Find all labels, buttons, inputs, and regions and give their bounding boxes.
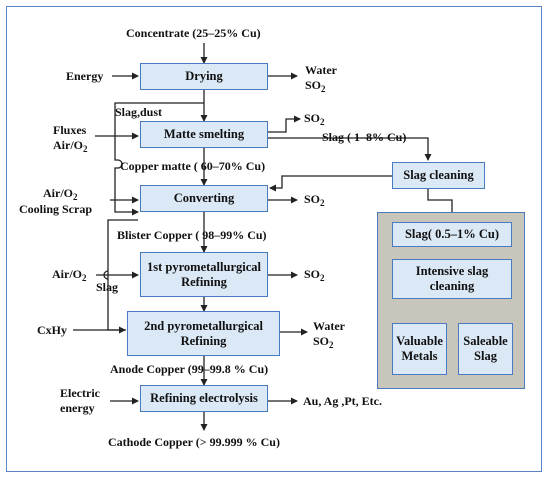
box-drying: Drying <box>140 63 268 90</box>
diagram-frame <box>6 6 542 472</box>
box-slag-grade-label: Slag( 0.5–1% Cu) <box>404 227 500 241</box>
box-matte-label: Matte smelting <box>163 127 245 141</box>
box-converting: Converting <box>140 185 268 212</box>
label-metals: Au, Ag ,Pt, Etc. <box>303 394 382 408</box>
line-hop <box>103 270 109 280</box>
label-air-o2-2: Air/O2 <box>43 186 78 202</box>
label-blister: Blister Copper ( 98–99% Cu) <box>117 228 267 242</box>
box-electrolysis-label: Refining electrolysis <box>150 391 258 405</box>
label-water-top: Water <box>305 63 337 77</box>
label-concentrate: Concentrate (25–25% Cu) <box>126 26 261 40</box>
label-cooling-scrap: Cooling Scrap <box>19 202 93 216</box>
box-slag-cleaning: Slag cleaning <box>392 162 485 189</box>
box-electrolysis: Refining electrolysis <box>140 385 268 412</box>
box-first-refining: 1st pyrometallurgical Refining <box>140 252 268 297</box>
recycle-slag <box>107 219 138 331</box>
arrow-cleaning-converting <box>269 175 392 192</box>
label-so2-top: SO2 <box>305 78 326 94</box>
label-so2-ref1: SO2 <box>304 267 325 283</box>
arrow-so2-smelt <box>268 115 301 133</box>
arrow-slag-to-cleaning <box>268 137 432 161</box>
label-slag-dust: Slag,dust <box>115 105 163 119</box>
label-so2-conv: SO2 <box>304 192 325 208</box>
box-valuable-line1: Valuable <box>396 334 443 348</box>
box-intensive-line1: Intensive slag <box>415 264 489 278</box>
box-saleable-line2: Slag <box>474 349 497 363</box>
label-slag-smelt: Slag ( 1–8% Cu) <box>322 130 407 144</box>
label-electric: Electric <box>60 386 100 400</box>
box-ref2-line2: Refining <box>180 333 227 348</box>
label-fluxes: Fluxes <box>53 123 87 137</box>
box-ref1-line1: 1st pyrometallurgical <box>147 259 261 274</box>
label-so2-smelt: SO2 <box>304 111 325 127</box>
label-so2-ref2: SO2 <box>313 334 334 350</box>
label-cxhy: CxHy <box>37 323 67 337</box>
box-matte-smelting: Matte smelting <box>140 121 268 148</box>
box-slag-grade: Slag( 0.5–1% Cu) <box>392 222 512 247</box>
label-copper-matte: Copper matte ( 60–70% Cu) <box>120 159 266 173</box>
box-valuable-metals: Valuable Metals <box>392 323 447 375</box>
box-ref2-line1: 2nd pyrometallurgical <box>144 318 263 333</box>
box-intensive-cleaning: Intensive slag cleaning <box>392 259 512 299</box>
label-air-o2-1: Air/O2 <box>53 138 88 154</box>
label-energy: Energy <box>66 69 104 83</box>
box-converting-label: Converting <box>173 191 235 205</box>
box-ref1-line2: Refining <box>181 274 227 289</box>
label-cathode: Cathode Copper (> 99.999 % Cu) <box>108 435 280 449</box>
arrow-cleaning-panel <box>427 189 456 221</box>
box-slag-cleaning-label: Slag cleaning <box>403 168 474 182</box>
recycle-slag-dust <box>114 102 204 216</box>
box-valuable-line2: Metals <box>401 349 438 363</box>
box-second-refining: 2nd pyrometallurgical Refining <box>127 311 280 356</box>
label-slag-left: Slag <box>96 280 119 294</box>
box-saleable-line1: Saleable <box>463 334 508 348</box>
label-energy2: energy <box>60 401 95 415</box>
box-intensive-line2: cleaning <box>429 279 475 293</box>
label-anode: Anode Copper (99–99.8 % Cu) <box>110 362 269 376</box>
box-saleable-slag: Saleable Slag <box>458 323 513 375</box>
label-air-o2-3: Air/O2 <box>52 267 87 283</box>
label-water-ref2: Water <box>313 319 345 333</box>
box-drying-label: Drying <box>185 69 223 83</box>
